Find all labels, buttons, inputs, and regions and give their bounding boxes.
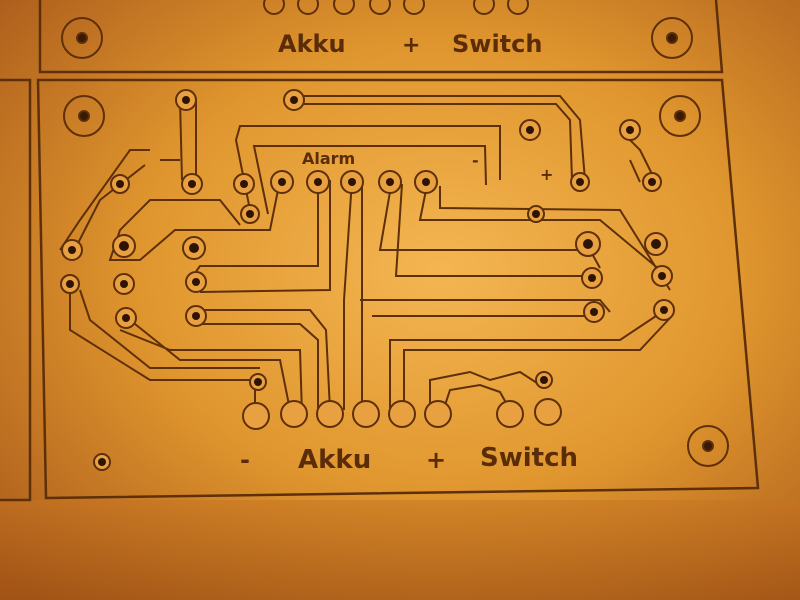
top-label-plus: + [402, 33, 420, 58]
label-alarm: Alarm [302, 149, 355, 168]
bottom-label-switch: Switch [480, 443, 578, 473]
top-label-switch: Switch [452, 30, 542, 58]
bottom-label-minus: - [240, 446, 250, 474]
drill-holes [66, 96, 668, 466]
top-label-akku: Akku [278, 30, 346, 58]
label-alarm-plus: + [540, 165, 553, 184]
bottom-label-plus: + [426, 446, 446, 474]
bottom-label-akku: Akku [298, 445, 371, 475]
mounting-holes [61, 17, 729, 467]
top-connector-pads [263, 0, 529, 15]
component-pads [60, 89, 675, 471]
label-alarm-minus: - [472, 151, 479, 170]
board-outlines [0, 0, 760, 502]
